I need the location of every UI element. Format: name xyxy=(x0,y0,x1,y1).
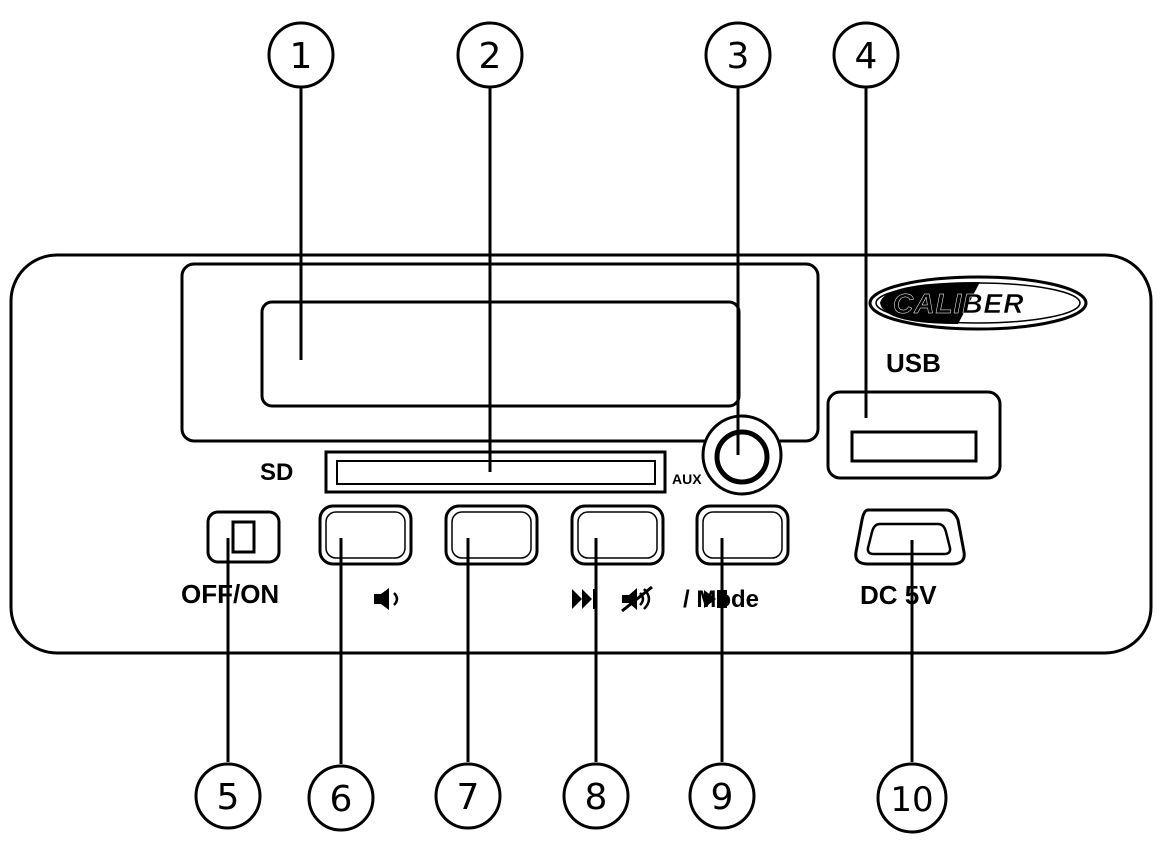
brand-name: CALIBER xyxy=(893,288,1024,319)
callout-lines xyxy=(226,88,914,764)
volume-button[interactable] xyxy=(318,504,413,566)
next-button[interactable] xyxy=(570,504,665,566)
svg-text:8: 8 xyxy=(585,777,608,818)
callout-9: 9 xyxy=(688,762,756,830)
svg-text:10: 10 xyxy=(890,780,933,820)
svg-text:5: 5 xyxy=(217,777,240,818)
svg-text:9: 9 xyxy=(711,777,734,818)
callout-7: 7 xyxy=(434,762,502,830)
display-window xyxy=(260,300,741,408)
svg-text:1: 1 xyxy=(290,36,313,77)
button-7[interactable] xyxy=(444,504,539,566)
callout-1: 1 xyxy=(267,21,335,89)
mode-button[interactable] xyxy=(695,504,790,566)
svg-text:3: 3 xyxy=(727,36,750,77)
callout-6: 6 xyxy=(307,764,375,832)
callout-2: 2 xyxy=(456,21,524,89)
usb-port[interactable] xyxy=(850,430,978,463)
callout-3: 3 xyxy=(704,21,772,89)
dc-label: DC 5V xyxy=(860,580,937,610)
svg-text:2: 2 xyxy=(479,36,502,77)
aux-label: AUX xyxy=(672,471,702,487)
svg-text:7: 7 xyxy=(457,777,480,818)
sd-label: SD xyxy=(260,459,293,486)
sd-slot-inner xyxy=(336,460,656,485)
aux-jack[interactable] xyxy=(714,429,770,485)
callout-5: 5 xyxy=(194,762,262,830)
power-switch-toggle xyxy=(231,520,256,554)
svg-text:6: 6 xyxy=(330,779,353,820)
dc-port[interactable] xyxy=(854,508,966,566)
svg-text:4: 4 xyxy=(855,36,878,77)
mute-icon xyxy=(621,585,653,613)
usb-label: USB xyxy=(886,348,941,378)
power-label: OFF/ON xyxy=(181,579,279,609)
play-pause-icon xyxy=(704,590,727,608)
speaker-icon xyxy=(374,588,399,610)
callout-4: 4 xyxy=(832,21,900,89)
callout-10: 10 xyxy=(876,762,948,834)
callout-8: 8 xyxy=(562,762,630,830)
caliber-logo: CALIBER xyxy=(868,275,1088,331)
